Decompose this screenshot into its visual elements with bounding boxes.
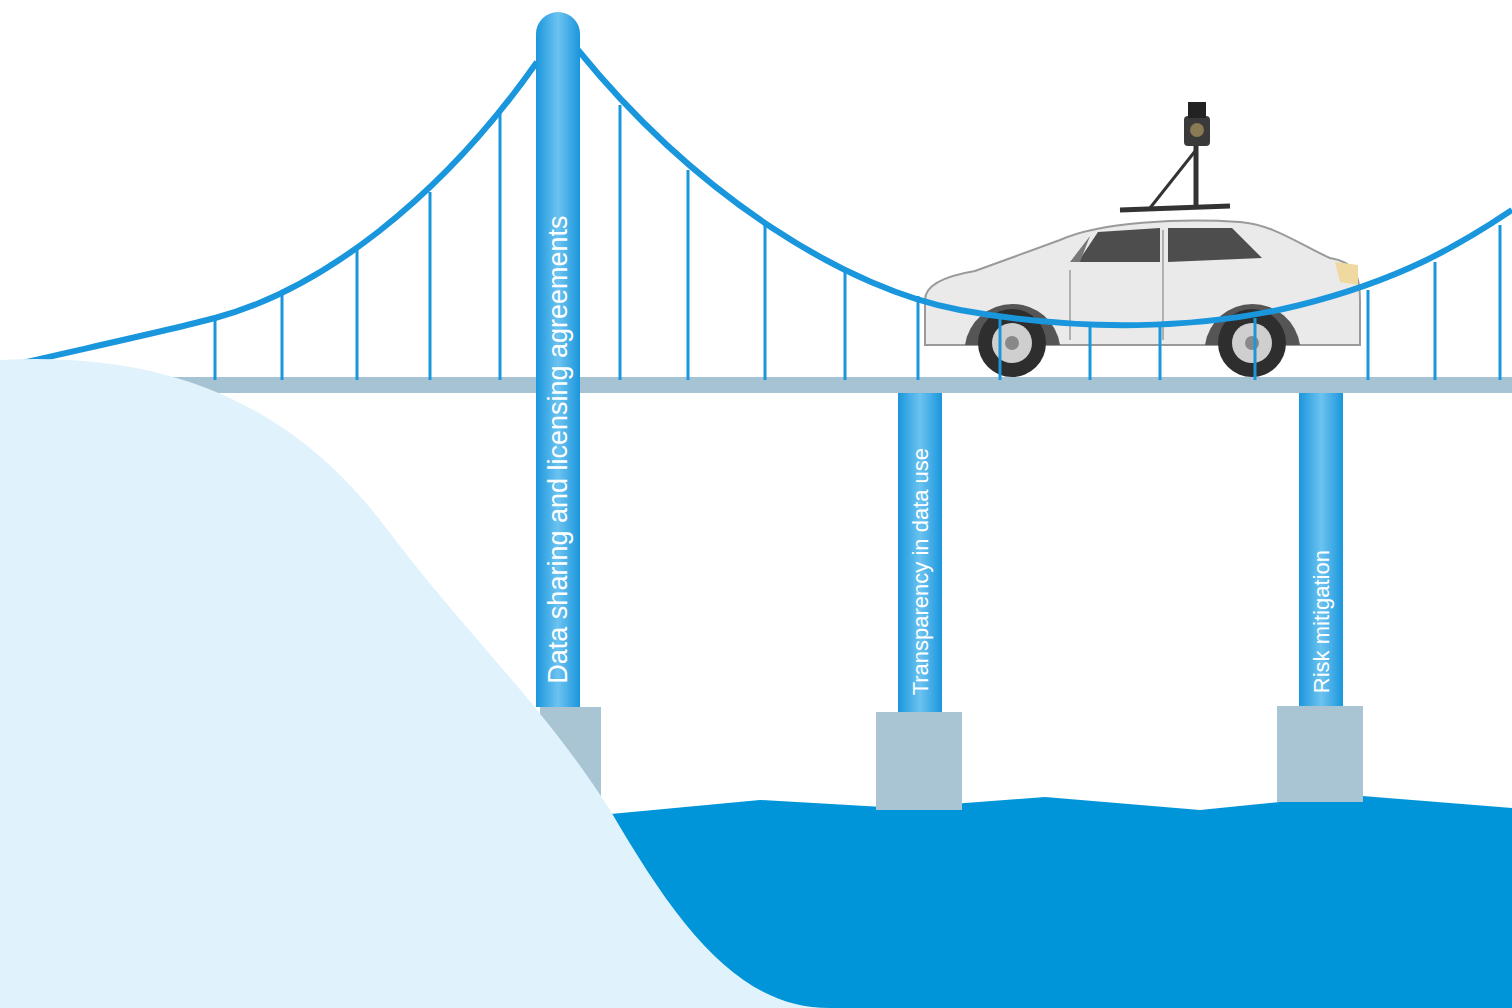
hanger-cables <box>215 105 1500 380</box>
bridge-deck <box>0 377 1512 393</box>
pillar-label: Risk mitigation <box>1308 550 1333 693</box>
hill <box>0 359 830 1008</box>
bridge-pillar: Transparency in data use <box>898 393 942 712</box>
pillar-base <box>1277 706 1363 802</box>
pillar-base <box>876 712 962 810</box>
main-cable <box>578 50 1512 325</box>
main-cable <box>0 62 537 368</box>
bridge-pillar: Risk mitigation <box>1299 393 1343 706</box>
bridge-pillar: Data sharing and licensing agreements <box>536 12 580 707</box>
street-view-car <box>925 102 1360 377</box>
pillar-label: Data sharing and licensing agreements <box>543 215 574 683</box>
pillar-label: Transparency in data use <box>908 448 933 695</box>
